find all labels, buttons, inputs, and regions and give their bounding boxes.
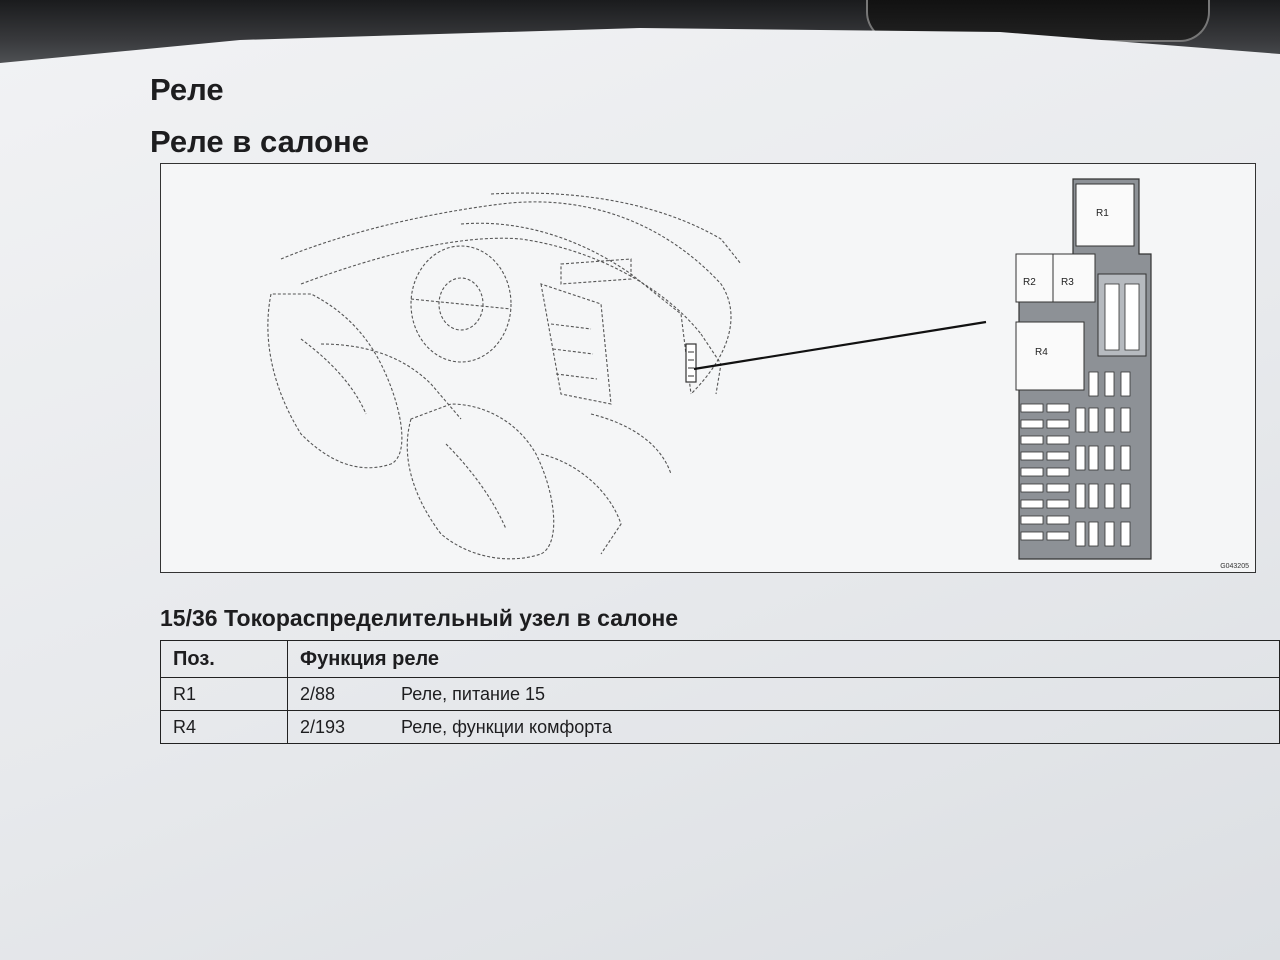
relay-r4-slot bbox=[1015, 321, 1085, 391]
relay-r1-slot bbox=[1075, 183, 1135, 247]
cell-position: R4 bbox=[160, 710, 288, 744]
section-title: 15/36 Токораспределительный узел в салон… bbox=[160, 605, 679, 631]
cell-position: R1 bbox=[160, 677, 288, 711]
page-subtitle: Реле в салоне bbox=[150, 124, 369, 159]
relay-label-r4: R4 bbox=[1035, 347, 1048, 358]
fusebox bbox=[1015, 178, 1152, 560]
relay-label-r1: R1 bbox=[1096, 208, 1109, 219]
fusebox-location-marker bbox=[685, 343, 697, 383]
table-row: R4 2/193 Реле, функции комфорта bbox=[160, 710, 1280, 744]
relay-table: Поз. Функция реле R1 2/88 Реле, питание … bbox=[160, 640, 1280, 744]
page-title: Реле bbox=[150, 72, 224, 107]
relay-r3-slot bbox=[1052, 253, 1096, 303]
cell-function: 2/193 Реле, функции комфорта bbox=[287, 710, 1280, 744]
relay-r2-slot bbox=[1015, 253, 1059, 303]
cell-description: Реле, питание 15 bbox=[401, 683, 546, 704]
figure-frame: R1 R2 R3 R4 G043205 bbox=[160, 163, 1256, 573]
relay-label-r2: R2 bbox=[1023, 277, 1036, 288]
leader-line bbox=[693, 320, 987, 371]
cell-description: Реле, функции комфорта bbox=[401, 716, 612, 737]
table-header-row: Поз. Функция реле bbox=[160, 640, 1280, 678]
header-position: Поз. bbox=[160, 640, 288, 678]
relay-label-r3: R3 bbox=[1061, 277, 1074, 288]
cell-code: 2/193 bbox=[300, 716, 346, 737]
cell-code: 2/88 bbox=[300, 683, 336, 704]
car-interior-drawing bbox=[267, 192, 742, 560]
figure-code: G043205 bbox=[1220, 563, 1249, 570]
header-function: Функция реле bbox=[287, 640, 1280, 678]
cell-function: 2/88 Реле, питание 15 bbox=[287, 677, 1280, 711]
cabin-fusebox-diagram bbox=[267, 178, 1152, 560]
table-row: R1 2/88 Реле, питание 15 bbox=[160, 677, 1280, 711]
